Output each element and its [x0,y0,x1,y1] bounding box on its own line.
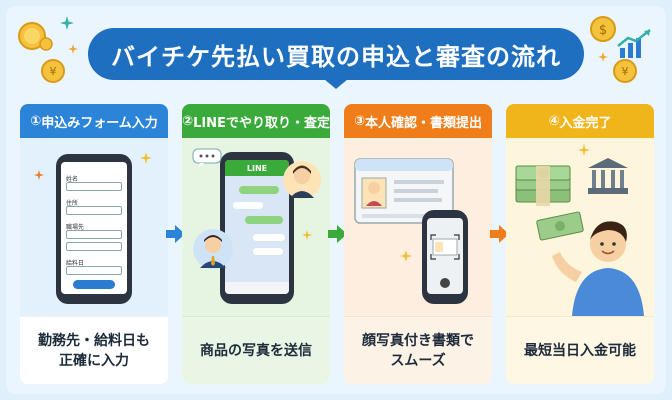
svg-text:¥: ¥ [622,65,629,78]
step-caption: 最短当日入金可能 [506,316,654,384]
step-caption-line: 最短当日入金可能 [524,342,636,359]
id-scan-icon [430,234,460,260]
step-card-2: ② LINEでやり取り・査定 LINE [182,104,330,384]
step-caption-line: 顔写真付き書類で [362,332,474,349]
step-illustration [506,138,654,316]
id-card-icon [354,158,454,224]
form-field-label: 給料日 [66,260,85,267]
svg-text:$: $ [599,23,607,38]
step-title: 申込みフォーム入力 [41,115,158,131]
step-title: LINEでやり取り・査定 [193,115,330,131]
yen-coin-icon: ¥ [41,59,65,83]
coin-icon [18,22,53,51]
step-illustration: 姓名 住所 職場先 給料日 [20,138,168,316]
svg-text:¥: ¥ [50,65,57,78]
step-caption-line: スムーズ [390,352,446,369]
step-caption: 顔写真付き書類で スムーズ [344,316,492,384]
step-title: 本人確認・書類提出 [365,115,483,131]
smartphone-icon: 姓名 住所 職場先 給料日 [56,154,132,304]
coin-icon: $ [590,16,616,42]
step-caption-line: 商品の写真を送信 [200,342,312,359]
step-caption-line: 正確に入力 [59,352,129,369]
sparkle-icon [598,52,608,62]
sparkle-icon [302,230,312,240]
sparkle-icon [60,16,74,30]
flow-arrow-stem [328,230,338,238]
step-illustration [344,138,492,316]
step-caption-line: 勤務先・給料日も [38,332,150,349]
flow-arrow-stem [166,230,176,238]
chat-bubble-icon [192,148,222,168]
step-number: ④ [548,113,560,129]
person-receiving-money-icon [536,211,644,316]
step-heading: ① 申込みフォーム入力 [20,104,168,138]
chat-bubble [239,186,279,194]
step-card-1: ① 申込みフォーム入力 姓名 住所 職場先 給料日 勤務先・給料日も [20,104,168,384]
form-field [66,230,122,239]
step-caption: 商品の写真を送信 [182,316,330,384]
step-heading: ④ 入金完了 [506,104,654,138]
form-select [66,266,122,275]
step-illustration: LINE [182,138,330,316]
step-number: ② [182,113,194,129]
sparkle-icon [400,250,412,262]
yen-coin-icon: ¥ [613,59,637,83]
sparkle-icon [140,152,152,164]
growth-chart-icon [617,29,651,58]
form-field [66,182,122,191]
cash-stack-icon [515,165,571,206]
chat-bubble [253,248,283,255]
form-field [66,206,122,215]
form-screen: 姓名 住所 職場先 給料日 [61,162,127,294]
step-number: ① [30,113,42,129]
operator-avatar-icon [283,161,321,199]
step-caption: 勤務先・給料日も 正確に入力 [20,316,168,384]
chat-bubble [253,234,285,241]
flow-arrow-icon [175,225,185,243]
step-heading: ③ 本人確認・書類提出 [344,104,492,138]
flow-arrow-icon [499,225,509,243]
form-field-label: 姓名 [66,176,79,183]
chat-input-bar [225,282,289,294]
chat-bubble [245,216,283,224]
form-field-label: 職場先 [66,224,85,231]
chat-bubble [233,202,263,209]
camera-shutter-button [440,278,450,288]
flow-arrow-stem [490,230,500,238]
flow-arrow-icon [337,225,347,243]
step-card-3: ③ 本人確認・書類提出 [344,104,492,384]
page-title: バイチケ先払い買取の申込と審査の流れ [88,28,584,89]
step-number: ③ [353,113,365,129]
step-card-4: ④ 入金完了 [506,104,654,384]
smartphone-icon: LINE [220,152,294,304]
form-field-label: 住所 [66,200,79,207]
sparkle-icon [34,170,44,180]
sparkle-icon [578,144,590,156]
step-heading: ② LINEでやり取り・査定 [182,104,330,138]
customer-avatar-icon [193,229,233,269]
form-select [66,242,122,251]
chat-app-name: LINE [246,163,268,173]
sparkle-icon [68,44,78,54]
step-title: 入金完了 [559,115,612,131]
submit-button [73,280,115,289]
chat-screen: LINE [225,160,289,294]
camera-screen [427,218,463,294]
chat-app-header: LINE [225,160,289,176]
smartphone-icon [422,210,468,304]
bank-icon [588,158,628,194]
